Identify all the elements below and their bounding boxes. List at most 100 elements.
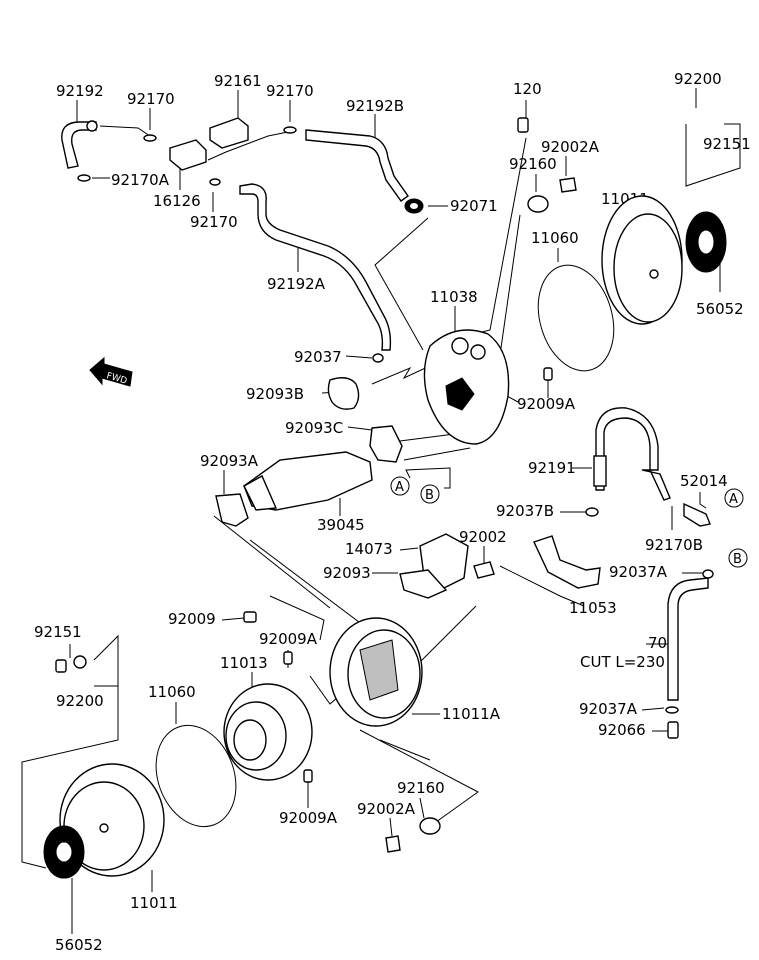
part-label: 92093A [200,452,259,470]
hose-702 [667,577,709,701]
part-label: 11060 [148,683,196,701]
screw-92009 [243,611,257,623]
part-label: 92151 [34,623,82,641]
part-label: 11011A [442,705,501,723]
marker-letter: B [425,488,434,503]
clip-92037A [665,706,679,714]
gasket-92093B [327,377,360,410]
part-label: 92066 [598,721,646,739]
hose-end [86,120,98,132]
part-label: 92160 [397,779,445,797]
bracket-11053 [533,535,601,589]
part-label: 14073 [345,540,393,558]
marker-letter: B [733,552,742,567]
part-label: 120 [513,80,542,98]
bracket-92161 [209,117,249,149]
part-label: 92009 [168,610,216,628]
port [451,337,469,355]
oring-11060 [155,724,237,828]
screw-92009A [283,651,293,665]
leader-lines [21,88,741,934]
gasket-92093C [369,425,403,463]
hose-92192B [305,129,409,202]
part-label: 11060 [531,229,579,247]
gasket-92093 [399,569,448,599]
oring-11060 [537,264,615,372]
clip-icon [283,126,297,134]
part-label: 11013 [220,654,268,672]
part-label: 16126 [153,192,201,210]
bolt-92002A [385,835,401,853]
part-label: 11038 [430,288,478,306]
part-label: 92170 [190,213,238,231]
clip-92037A [702,569,714,579]
part-label: 92191 [528,459,576,477]
part-label: 92093C [285,419,343,437]
part-label: 92170 [127,90,175,108]
port [470,344,486,360]
cover-11011-front [613,213,683,323]
part-label: 52014 [680,472,728,490]
marker-circle [728,548,748,568]
part-label: 92200 [56,692,104,710]
clip-92037 [372,353,384,363]
housing-11011A-inner [347,629,421,719]
part-label: 56052 [696,300,744,318]
fitting-92066 [667,721,679,739]
cover-11011-center [99,823,109,833]
screw-92009A [303,769,313,783]
filter-11013-core [233,719,267,761]
fitting-52014 [683,502,711,527]
clip-icon [77,174,91,182]
part-label: 92009A [259,630,318,648]
bolt-92002A [559,177,577,193]
screw-120 [517,117,529,133]
housing-detail [359,639,399,701]
part-label: 92151 [703,135,751,153]
screw-92009A [543,367,553,381]
fwd-arrow-icon: FWD [89,356,133,387]
clip-icon [209,178,221,186]
part-label: 92009A [517,395,576,413]
part-label: 92170B [645,536,703,554]
part-label: 92037A [579,700,638,718]
gasket-92093A [215,493,249,527]
screw-92151 [55,659,67,673]
part-label: 11011 [130,894,178,912]
spacer-92160 [419,817,441,835]
hose-52014 [641,469,671,501]
part-label: 92009A [279,809,338,827]
clip-92037B [585,507,599,517]
part-label: 92192A [267,275,326,293]
part-label: CUT L=230 [580,653,665,671]
washer-92200 [73,655,87,669]
marker-circle [724,488,744,508]
marker-circle [390,476,410,496]
part-label: 92093B [246,385,304,403]
bolt-92002 [473,561,495,579]
part-labels: 92192 92170 92161 92170 92192B 120 92200… [34,70,751,954]
part-label: 92170A [111,171,170,189]
part-label: 11053 [569,599,617,617]
part-label: 92192 [56,82,104,100]
part-label: 92160 [509,155,557,173]
part-label: 92002A [541,138,600,156]
part-label: 56052 [55,936,103,954]
part-label: 92037 [294,348,342,366]
part-label: 39045 [317,516,365,534]
part-label: 92192B [346,97,404,115]
parts-drawing: A B A B [43,117,748,879]
cover-11011-center [649,269,659,279]
hose-92192A [239,183,392,351]
marker-letter: A [395,480,404,495]
part-label: 92037A [609,563,668,581]
part-label: 92002A [357,800,416,818]
part-label: 92093 [323,564,371,582]
duct-39045-face [243,475,278,511]
marker-circle [420,484,440,504]
part-label: 92037B [496,502,554,520]
part-label: 92170 [266,82,314,100]
part-label: 92071 [450,197,498,215]
plate-detail [445,377,475,411]
